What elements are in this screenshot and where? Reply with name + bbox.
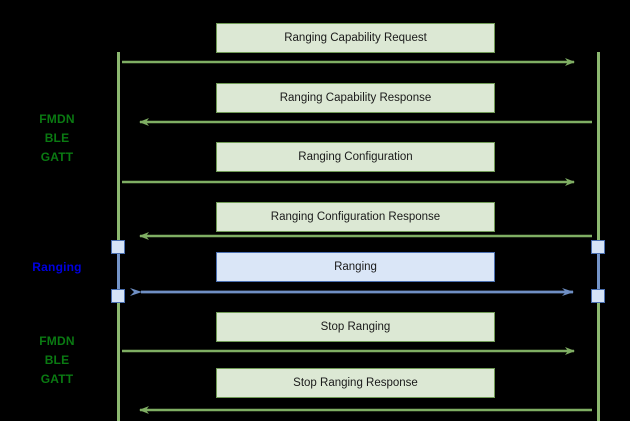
left-activation-box-end: [111, 289, 125, 303]
message-label: Ranging: [334, 261, 377, 273]
left-lifeline: [117, 52, 120, 421]
right-lifeline: [597, 52, 600, 421]
message-label: Ranging Capability Response: [279, 92, 432, 104]
left-activation-link: [117, 246, 120, 296]
message-label: Ranging Configuration Response: [270, 211, 441, 223]
message-label: Stop Ranging: [320, 321, 391, 333]
right-activation-box-end: [591, 289, 605, 303]
message-box-ranging-configuration: Ranging Configuration: [216, 142, 495, 172]
phase-label-ranging: Ranging: [32, 260, 82, 274]
message-box-ranging-capability-response: Ranging Capability Response: [216, 83, 495, 113]
message-box-stop-ranging: Stop Ranging: [216, 312, 495, 342]
message-box-ranging-capability-request: Ranging Capability Request: [216, 23, 495, 53]
message-box-ranging-configuration-response: Ranging Configuration Response: [216, 202, 495, 232]
right-activation-box-start: [591, 240, 605, 254]
message-label: Ranging Configuration: [298, 151, 413, 163]
phase-label-fmdn-ble-gatt-bottom: FMDN BLE GATT: [39, 334, 75, 386]
message-box-ranging: Ranging: [216, 252, 495, 282]
right-activation-link: [597, 246, 600, 296]
message-label: Ranging Capability Request: [284, 32, 427, 44]
left-activation-box-start: [111, 240, 125, 254]
message-box-stop-ranging-response: Stop Ranging Response: [216, 368, 495, 398]
phase-label-fmdn-ble-gatt-top: FMDN BLE GATT: [39, 112, 75, 164]
message-label: Stop Ranging Response: [293, 377, 418, 389]
